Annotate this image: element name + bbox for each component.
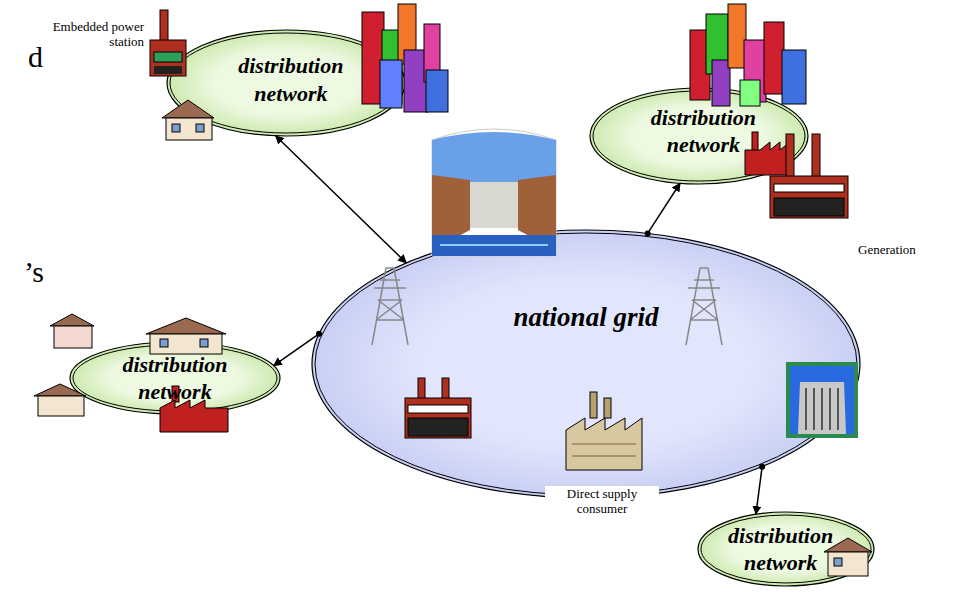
caption-label: ’s xyxy=(24,255,64,290)
network-ellipse: distribution network xyxy=(588,86,810,186)
caption-label: d xyxy=(28,40,58,75)
network-title: distribution network xyxy=(216,52,366,107)
power-flow-arrow xyxy=(276,136,407,263)
network-title: distribution network xyxy=(628,104,778,159)
caption-label: Direct supply consumer xyxy=(545,486,659,518)
network-title: distribution network xyxy=(711,522,851,577)
grid-ellipse: national grid xyxy=(310,228,862,500)
caption-label: Generation xyxy=(858,243,950,258)
ellipse-outline xyxy=(696,510,876,588)
power-flow-arrow xyxy=(648,183,680,233)
network-ellipse: distribution network xyxy=(696,510,876,588)
network-title: distribution network xyxy=(105,351,245,406)
ellipse-outline xyxy=(310,228,862,500)
power-flow-arrow xyxy=(756,467,762,515)
ellipse-outline xyxy=(68,340,282,416)
network-ellipse: distribution network xyxy=(165,28,407,138)
network-ellipse: distribution network xyxy=(68,340,282,416)
grid-title: national grid xyxy=(456,301,716,335)
caption-label: Embedded power station xyxy=(40,20,144,50)
